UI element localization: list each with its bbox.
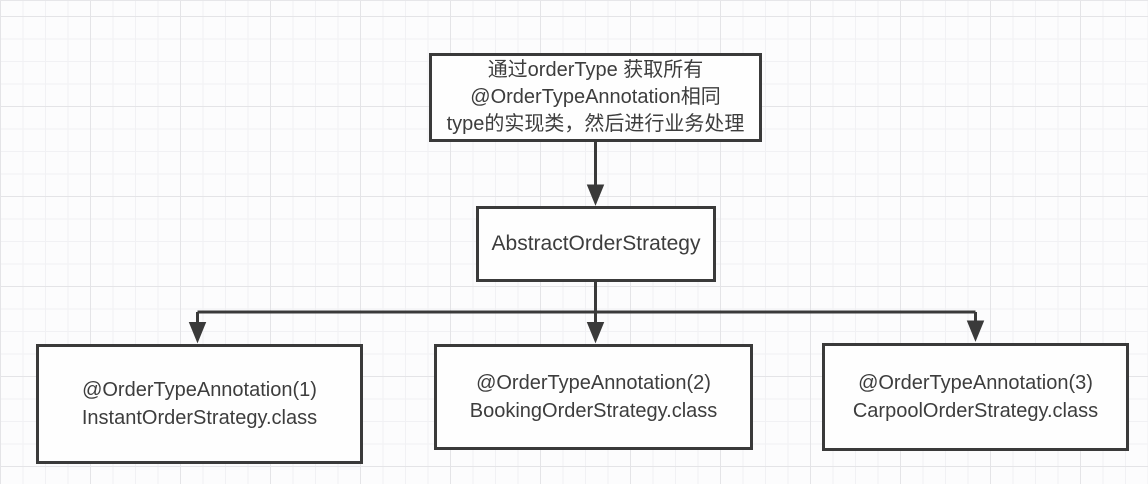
node-carpool-order-strategy: @OrderTypeAnnotation(3) CarpoolOrderStra… xyxy=(822,343,1129,451)
node-abstract-order-strategy: AbstractOrderStrategy xyxy=(476,206,716,282)
node-booking-class: BookingOrderStrategy.class xyxy=(469,400,718,422)
arrowhead-down-icon xyxy=(586,184,605,206)
node-process-note: 通过orderType 获取所有 @OrderTypeAnnotation相同 … xyxy=(429,53,762,142)
node-instant-class: InstantOrderStrategy.class xyxy=(81,407,318,429)
edge-branch-rail xyxy=(197,282,976,314)
node-process-note-line-3: type的实现类，然后进行业务处理 xyxy=(446,113,745,135)
arrowhead-down-icon xyxy=(188,322,207,344)
arrowhead-down-icon xyxy=(586,322,605,344)
node-process-note-line-1: 通过orderType 获取所有 xyxy=(487,59,704,81)
node-instant-annotation: @OrderTypeAnnotation(1) xyxy=(82,379,317,401)
node-process-note-line-2: @OrderTypeAnnotation相同 xyxy=(470,86,721,108)
node-carpool-class: CarpoolOrderStrategy.class xyxy=(852,400,1099,422)
node-carpool-annotation: @OrderTypeAnnotation(3) xyxy=(858,372,1093,394)
arrowhead-down-icon xyxy=(966,320,985,342)
node-booking-order-strategy: @OrderTypeAnnotation(2) BookingOrderStra… xyxy=(434,344,753,450)
node-booking-annotation: @OrderTypeAnnotation(2) xyxy=(476,372,711,394)
node-instant-order-strategy: @OrderTypeAnnotation(1) InstantOrderStra… xyxy=(36,344,363,464)
node-abstract-label: AbstractOrderStrategy xyxy=(491,232,701,255)
